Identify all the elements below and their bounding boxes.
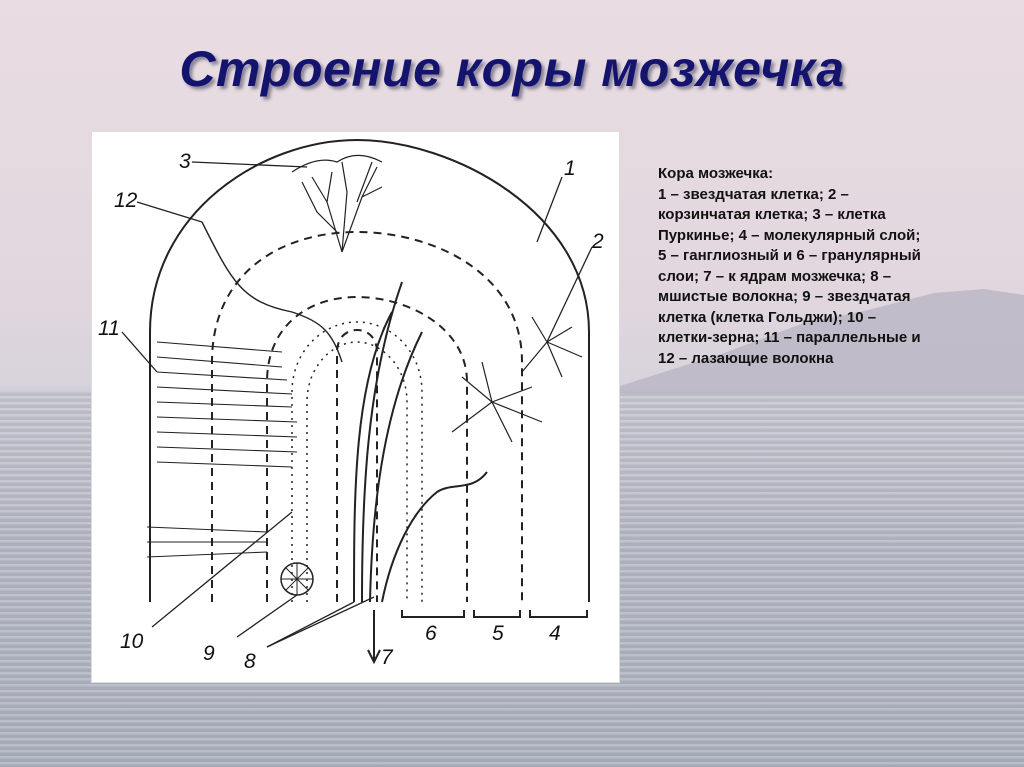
distant-hills bbox=[604, 289, 1024, 393]
legend-line: мшистые волокна; 9 – звездчатая bbox=[658, 288, 911, 305]
label-2: 2 bbox=[592, 230, 604, 253]
legend-line: корзинчатая клетка; 3 – клетка bbox=[658, 206, 886, 223]
legend-line: слои; 7 – к ядрам мозжечка; 8 – bbox=[658, 267, 892, 285]
label-9: 9 bbox=[203, 642, 215, 665]
legend-line: 5 – ганглиозный и 6 – гранулярный bbox=[658, 247, 921, 264]
label-1: 1 bbox=[564, 157, 576, 180]
figure-legend: Кора мозжечка: 1 – звездчатая клетка; 2 … bbox=[658, 164, 998, 369]
legend-line: клетки-зерна; 11 – параллельные и bbox=[658, 329, 921, 346]
legend-line: Пуркинье; 4 – молекулярный слой; bbox=[658, 226, 921, 244]
label-12: 12 bbox=[114, 189, 138, 212]
legend-line: 12 – лазающие волокна bbox=[658, 349, 834, 367]
slide-title: Строение коры мозжечка bbox=[179, 41, 845, 97]
label-7: 7 bbox=[381, 646, 393, 669]
label-3: 3 bbox=[179, 150, 191, 173]
legend-line: клетка (клетка Гольджи); 10 – bbox=[658, 308, 877, 326]
label-8: 8 bbox=[244, 650, 256, 673]
label-10: 10 bbox=[120, 630, 144, 653]
label-5: 5 bbox=[492, 622, 504, 645]
label-11: 11 bbox=[98, 317, 120, 340]
legend-line: Кора мозжечка: bbox=[658, 165, 774, 182]
legend-line: 1 – звездчатая клетка; 2 – bbox=[658, 185, 849, 203]
diagram-drawing bbox=[121, 138, 593, 665]
label-4: 4 bbox=[549, 622, 561, 645]
label-6: 6 bbox=[425, 622, 437, 645]
cerebellar-cortex-diagram: 3 12 11 1 2 10 9 8 7 6 5 4 bbox=[91, 131, 620, 683]
